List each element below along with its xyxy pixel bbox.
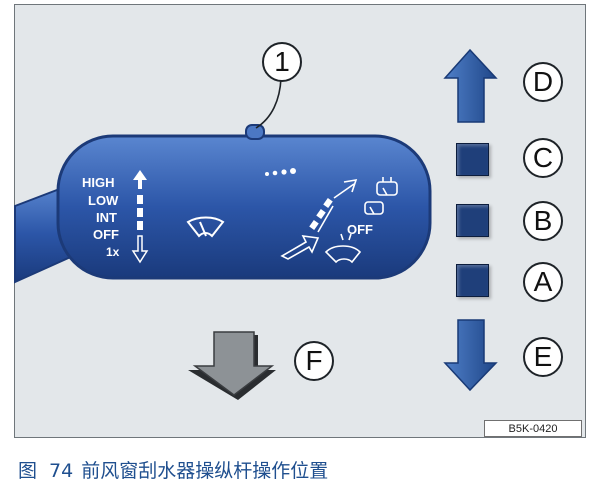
callout-leader-1 <box>255 77 282 129</box>
label-off: OFF <box>93 227 119 242</box>
callout-a: A <box>523 262 563 302</box>
callout-1: 1 <box>262 42 302 82</box>
lever-button-nub <box>245 124 265 140</box>
stalk-head <box>56 134 432 280</box>
rain-drops-icon <box>265 168 296 176</box>
caption-text: 前风窗刮水器操纵杆操作位置 <box>81 460 329 482</box>
rear-wiper-dashes <box>309 198 333 230</box>
arrow-down-e-icon <box>443 319 498 392</box>
rear-wiper-icon-bottom <box>324 233 362 264</box>
callout-e: E <box>523 337 563 377</box>
caption-number: 74 <box>49 460 74 482</box>
caption-prefix: 图 <box>18 460 38 482</box>
label-low: LOW <box>88 193 119 208</box>
label-rear-off: OFF <box>347 222 373 237</box>
label-high: HIGH <box>82 175 115 190</box>
label-1x: 1x <box>106 245 120 259</box>
stalk-up-arrow-icon <box>133 170 147 189</box>
callout-b: B <box>523 201 563 241</box>
label-int: INT <box>96 210 117 225</box>
position-c-box <box>456 143 489 176</box>
arrow-up-d-icon <box>443 48 498 123</box>
arrow-down-f-icon <box>188 331 276 400</box>
figure-caption: 图 74 前风窗刮水器操纵杆操作位置 <box>18 456 328 483</box>
figure-id-label: B5K-0420 <box>484 420 582 437</box>
position-a-box <box>456 264 489 297</box>
rear-wiper-sweep-icon <box>280 178 358 260</box>
callout-f: F <box>294 341 334 381</box>
callout-c: C <box>523 138 563 178</box>
rear-washer-icon-top <box>376 177 398 196</box>
rear-wiper-icon-mid <box>364 201 384 215</box>
stalk-down-arrow-icon <box>131 235 149 264</box>
front-wiper-icon <box>186 216 225 238</box>
position-b-box <box>456 204 489 237</box>
callout-d: D <box>523 62 563 102</box>
